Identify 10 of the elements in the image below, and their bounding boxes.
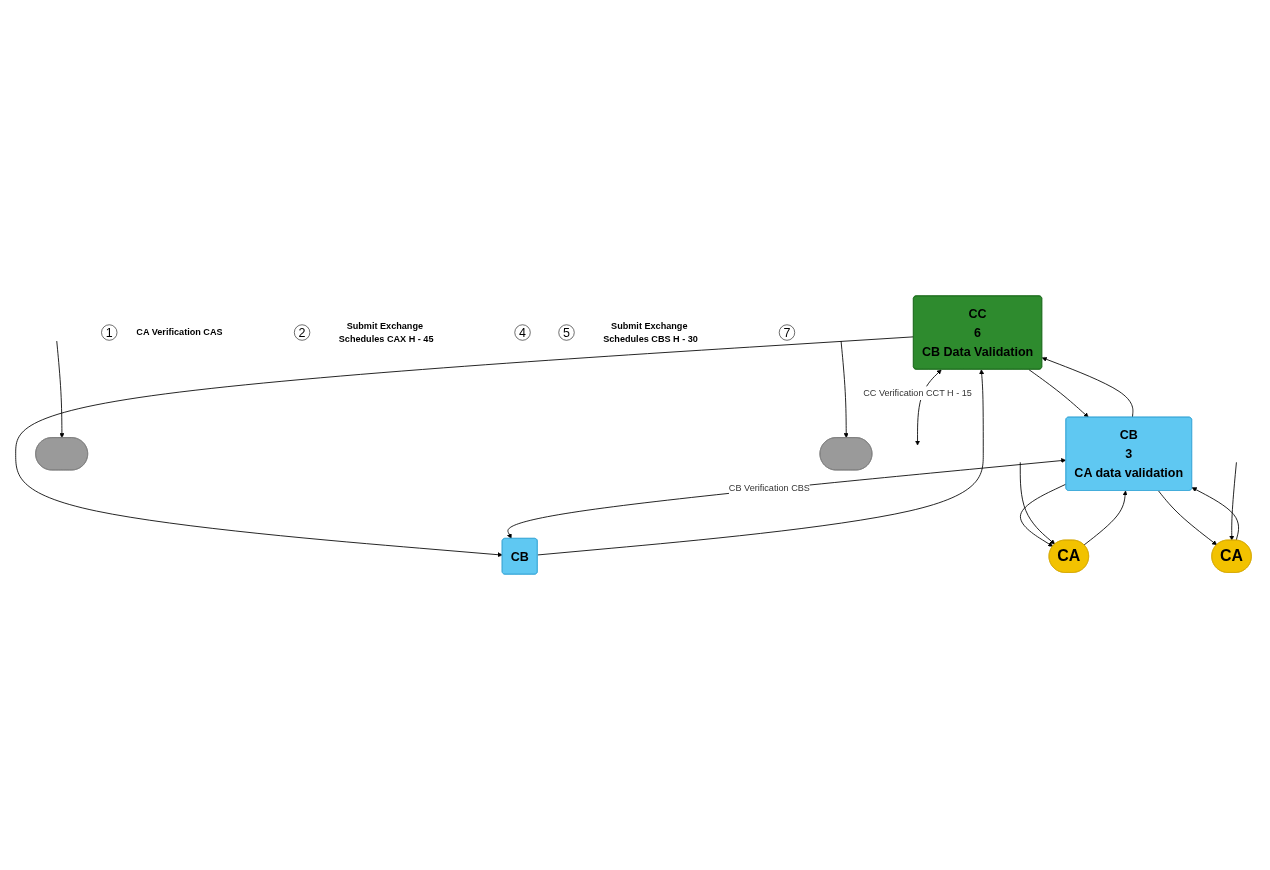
node-circle: 1 (101, 324, 118, 341)
node-circle: 5 (558, 324, 575, 341)
node-circle: 4 (514, 324, 531, 341)
node-label: Submit Exchange Schedules CAX H - 45 (338, 320, 434, 344)
node-circle: 7 (778, 324, 795, 341)
node-label: Submit Exchange Schedules CBS H - 30 (603, 320, 698, 344)
node-label: CA Verification CAS (136, 327, 223, 338)
edge-label: CB Verification CBS (728, 483, 810, 494)
edge-label: CC Verification CCT H - 15 (863, 388, 972, 398)
node-circle: 2 (294, 324, 311, 341)
